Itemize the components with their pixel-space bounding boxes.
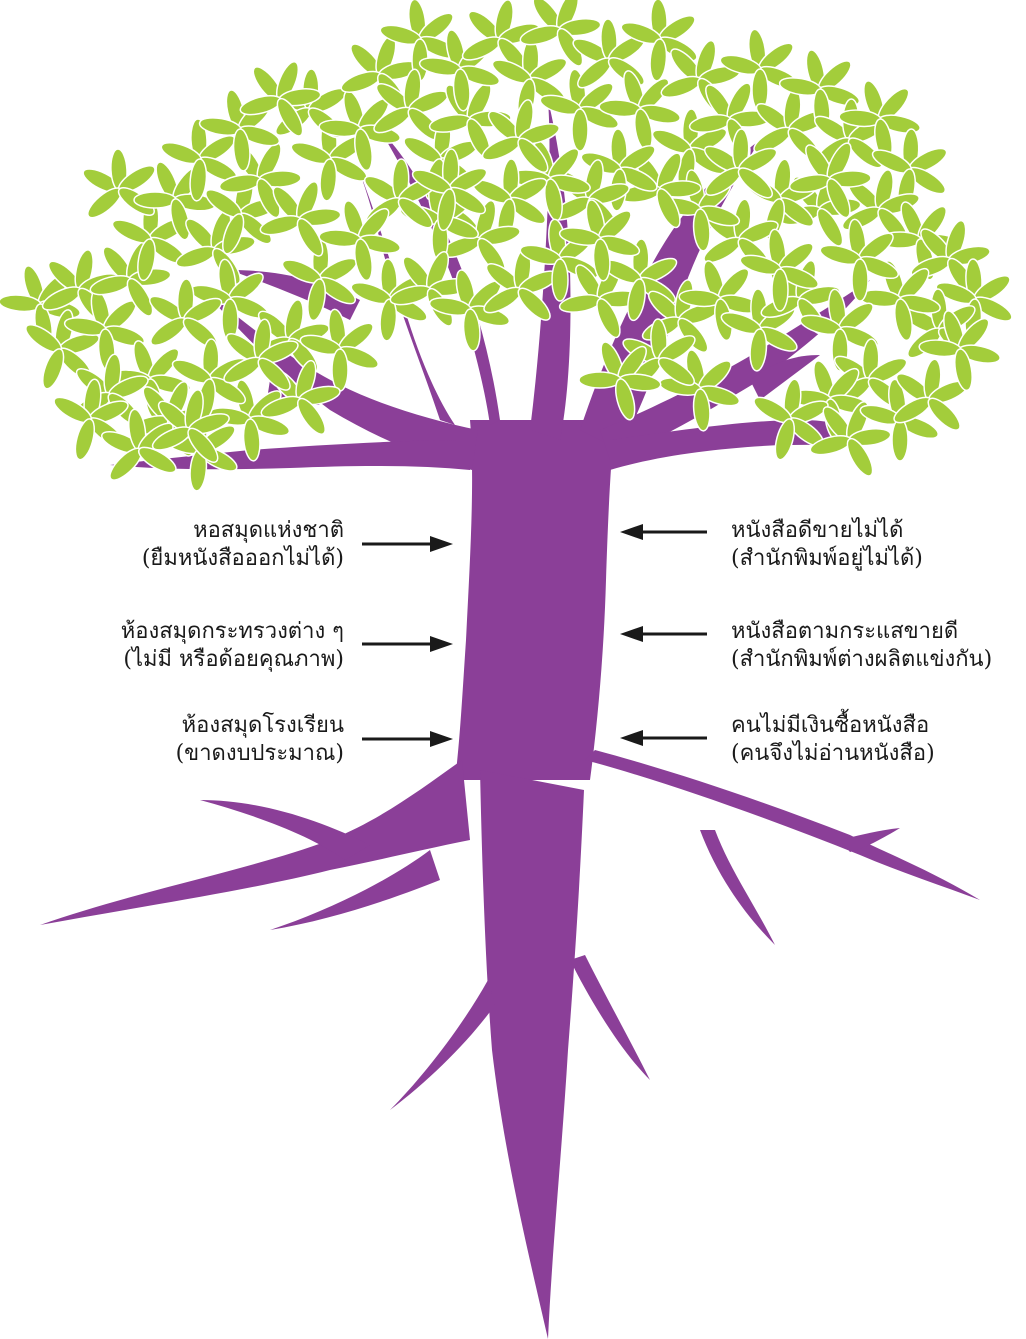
label-ministry-libraries: ห้องสมุดกระทรวงต่าง ๆ (ไม่มี หรือด้อยคุณ… [121, 618, 344, 674]
label-school-libraries-note: (ขาดงบประมาณ) [175, 741, 344, 766]
left-root-3 [270, 850, 440, 930]
label-trend-books-title: หนังสือตามกระแสขายดี [731, 619, 959, 644]
label-no-money: คนไม่มีเงินซื้อหนังสือ (คนจึงไม่อ่านหนัง… [731, 712, 935, 768]
label-good-books-unsold-note: (สำนักพิมพ์อยู่ไม่ได้) [731, 546, 923, 571]
branch-left-main [200, 285, 478, 470]
label-ministry-libraries-title: ห้องสมุดกระทรวงต่าง ๆ [120, 619, 344, 644]
left-root-2 [200, 800, 370, 860]
label-ministry-libraries-note: (ไม่มี หรือด้อยคุณภาพ) [123, 647, 344, 672]
arrow-right-2 [620, 626, 707, 642]
left-root-4 [390, 980, 495, 1110]
branch-center-left [380, 130, 500, 425]
label-national-library-title: หอสมุดแห่งชาติ [193, 518, 344, 543]
arrows [362, 524, 707, 747]
label-good-books-unsold-title: หนังสือดีขายไม่ได้ [731, 518, 904, 543]
label-no-money-note: (คนจึงไม่อ่านหนังสือ) [731, 741, 935, 766]
label-national-library: หอสมุดแห่งชาติ (ยืมหนังสือออกไม่ได้) [142, 517, 344, 573]
label-trend-books-note: (สำนักพิมพ์ต่างผลิตแข่งกัน) [731, 647, 993, 672]
label-no-money-title: คนไม่มีเงินซื้อหนังสือ [731, 713, 930, 738]
tap-root [480, 770, 584, 1339]
right-root-2 [840, 828, 900, 852]
arrow-left-1 [362, 536, 453, 552]
label-school-libraries: ห้องสมุดโรงเรียน (ขาดงบประมาณ) [176, 712, 344, 768]
arrow-left-3 [362, 731, 453, 747]
label-trend-books: หนังสือตามกระแสขายดี (สำนักพิมพ์ต่างผลิต… [731, 618, 992, 674]
label-good-books-unsold: หนังสือดีขายไม่ได้ (สำนักพิมพ์อยู่ไม่ได้… [731, 517, 923, 573]
arrow-right-1 [620, 524, 707, 540]
branch-right-stub [750, 355, 820, 400]
arrow-left-2 [362, 636, 453, 652]
label-national-library-note: (ยืมหนังสือออกไม่ได้) [141, 546, 344, 571]
right-root-1 [585, 750, 980, 900]
branch-left-up [355, 160, 455, 425]
right-root-4 [570, 955, 650, 1080]
arrow-right-3 [620, 730, 707, 746]
branch-left-far [230, 270, 360, 320]
trunk [455, 420, 615, 780]
left-root-1 [40, 760, 470, 925]
right-root-3 [700, 830, 775, 945]
label-school-libraries-title: ห้องสมุดโรงเรียน [181, 713, 344, 738]
